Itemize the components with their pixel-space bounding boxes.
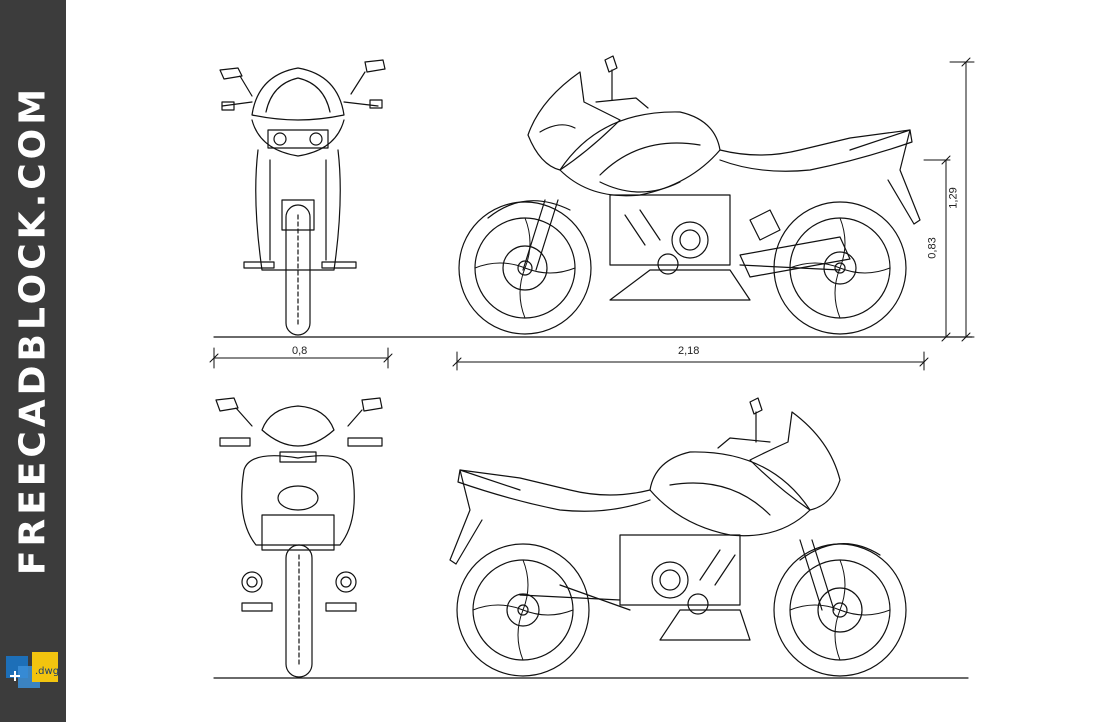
front-view-top (219, 59, 386, 336)
dimension-total-height (949, 57, 975, 342)
dimension-seat-height-label: 0,83 (926, 237, 939, 259)
dimension-seat-height (923, 155, 951, 342)
logo-label: .dwg (35, 666, 59, 677)
dwg-logo-icon: .dwg (6, 652, 59, 688)
dimension-front-width-label: 0,8 (292, 345, 308, 357)
side-view-top (458, 55, 921, 335)
dimension-front-width (209, 347, 393, 369)
side-view-bottom (449, 397, 907, 677)
dimension-total-length-label: 2,18 (678, 345, 700, 357)
dimension-total-length (452, 351, 929, 371)
rear-view-bottom (215, 397, 383, 678)
brand-banner: FREECADBLOCK.COM .dwg (0, 0, 66, 722)
dimension-total-height-label: 1,29 (947, 187, 960, 209)
